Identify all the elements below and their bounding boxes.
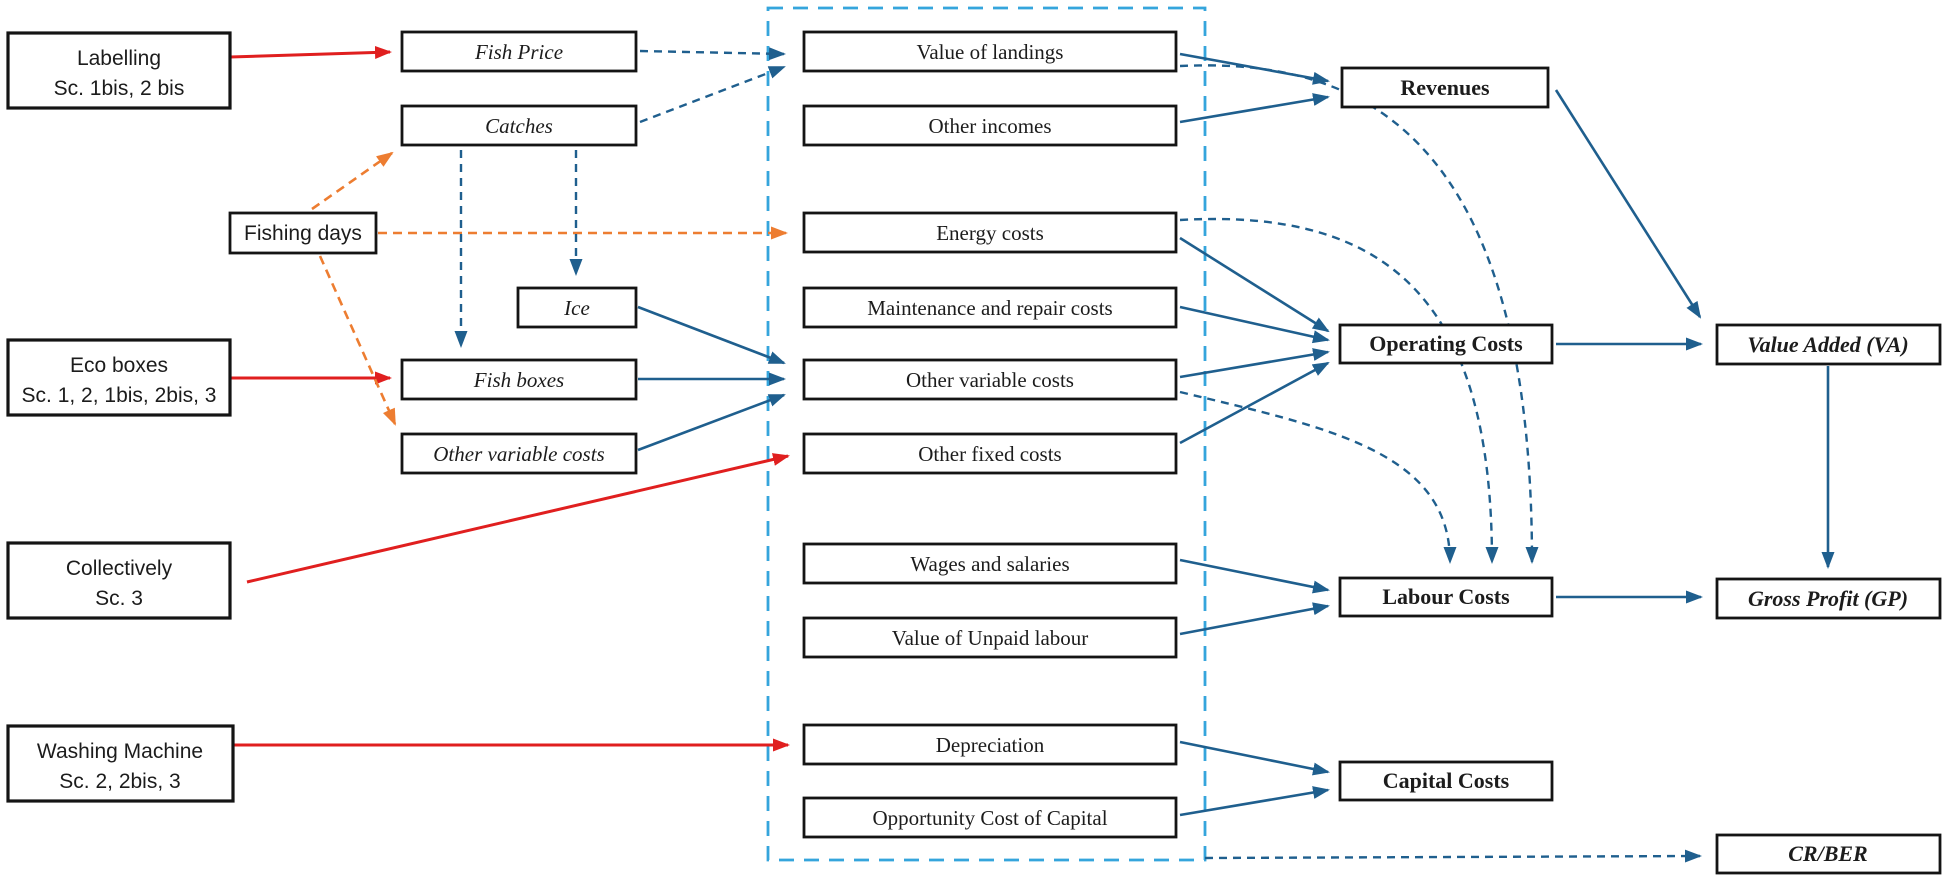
node-capital-costs-label: Capital Costs (1383, 768, 1510, 793)
node-revenues: Revenues (1340, 66, 1550, 109)
node-collectively-title: Collectively (66, 557, 173, 580)
node-washing-machine-subtitle: Sc. 2, 2bis, 3 (59, 770, 180, 793)
edge-value-of-landings-revenues (1179, 52, 1330, 85)
node-other-variable-costs-driver-label: Other variable costs (433, 442, 604, 466)
node-labelling: Labelling Sc. 1bis, 2 bis (6, 31, 232, 110)
node-unpaid-labour-label: Value of Unpaid labour (892, 626, 1089, 650)
node-energy-costs: Energy costs (802, 211, 1178, 254)
edge-fishing-days-catches (311, 151, 394, 211)
node-maintenance-repair-costs: Maintenance and repair costs (802, 286, 1178, 329)
node-cr-ber-label: CR/BER (1788, 841, 1867, 866)
node-value-of-unpaid-labour: Value of Unpaid labour (802, 616, 1178, 659)
edge-energy-costs-labour-costs (1179, 217, 1499, 564)
node-opportunity-cost-of-capital: Opportunity Cost of Capital (802, 796, 1178, 839)
edge-other-variable-costs-labour-costs (1179, 390, 1457, 564)
node-eco-boxes: Eco boxes Sc. 1, 2, 1bis, 2bis, 3 (6, 338, 232, 417)
edge-ice-other-variable-costs (637, 305, 786, 365)
node-wages-and-salaries: Wages and salaries (802, 542, 1178, 585)
node-fish-price: Fish Price (400, 30, 638, 73)
node-gross-profit-label: Gross Profit (GP) (1748, 586, 1908, 611)
node-opportunity-cost-capital-label: Opportunity Cost of Capital (872, 806, 1107, 830)
node-cr-ber: CR/BER (1715, 833, 1942, 875)
node-operating-costs: Operating Costs (1338, 323, 1554, 365)
node-depreciation: Depreciation (802, 723, 1178, 766)
edge-other-incomes-revenues (1179, 93, 1330, 124)
node-other-incomes: Other incomes (802, 104, 1178, 147)
node-fishing-days: Fishing days (228, 211, 378, 255)
node-eco-boxes-subtitle: Sc. 1, 2, 1bis, 2bis, 3 (22, 384, 217, 407)
node-maintenance-repair-label: Maintenance and repair costs (867, 296, 1112, 320)
node-washing-machine: Washing Machine Sc. 2, 2bis, 3 (6, 724, 235, 803)
edge-other-variable-costs-driver-other-variable-costs (637, 393, 786, 452)
edge-depreciation-capital-costs (1179, 740, 1330, 776)
node-energy-costs-label: Energy costs (936, 221, 1044, 245)
edge-collectively-other-fixed-costs (246, 453, 790, 584)
node-other-incomes-label: Other incomes (928, 114, 1051, 138)
node-eco-boxes-title: Eco boxes (70, 354, 168, 377)
node-catches-label: Catches (485, 114, 553, 138)
node-washing-machine-title: Washing Machine (37, 740, 203, 763)
edge-maintenance-operating-costs (1179, 305, 1330, 344)
node-fish-boxes: Fish boxes (400, 358, 638, 401)
node-collectively-subtitle: Sc. 3 (95, 587, 143, 610)
edge-fish-price-value-of-landings (639, 47, 786, 61)
node-ice: Ice (516, 286, 638, 329)
node-fish-price-label: Fish Price (474, 40, 563, 64)
node-value-of-landings-label: Value of landings (917, 40, 1064, 64)
node-labelling-subtitle: Sc. 1bis, 2 bis (54, 77, 185, 100)
edge-scope-cr-ber (1204, 849, 1702, 863)
edge-catches-value-of-landings (639, 65, 786, 124)
node-gross-profit: Gross Profit (GP) (1715, 577, 1942, 620)
node-labour-costs: Labour Costs (1338, 576, 1554, 618)
node-collectively: Collectively Sc. 3 (6, 541, 232, 620)
node-value-added: Value Added (VA) (1715, 323, 1942, 366)
node-value-of-landings: Value of landings (802, 30, 1178, 73)
edge-value-of-landings-labour-costs (1179, 64, 1539, 564)
node-ice-label: Ice (563, 296, 590, 320)
node-other-variable-costs-driver: Other variable costs (400, 432, 638, 475)
edge-other-fixed-costs-operating-costs (1179, 361, 1330, 445)
node-revenues-label: Revenues (1400, 75, 1490, 100)
node-other-variable-costs-label: Other variable costs (906, 368, 1074, 392)
node-wages-salaries-label: Wages and salaries (910, 552, 1069, 576)
node-other-fixed-costs-label: Other fixed costs (918, 442, 1061, 466)
edge-energy-costs-operating-costs (1179, 236, 1330, 333)
node-operating-costs-label: Operating Costs (1369, 331, 1523, 356)
edge-opportunity-cost-capital-costs (1179, 786, 1330, 817)
edge-labelling-fish-price (229, 45, 392, 59)
model-scope-dashed-frame (766, 6, 1207, 862)
edge-wages-labour-costs (1179, 558, 1330, 594)
edge-unpaid-labour-labour-costs (1179, 602, 1330, 636)
node-labour-costs-label: Labour Costs (1382, 584, 1510, 609)
node-other-fixed-costs: Other fixed costs (802, 432, 1178, 475)
node-depreciation-label: Depreciation (936, 733, 1045, 757)
node-fish-boxes-label: Fish boxes (473, 368, 564, 392)
edge-fishing-days-other-variable-costs-driver (318, 255, 397, 426)
edge-revenues-value-added (1554, 89, 1702, 319)
node-fishing-days-label: Fishing days (244, 222, 362, 245)
node-labelling-title: Labelling (77, 47, 161, 70)
edge-other-variable-costs-operating-costs (1179, 348, 1330, 379)
node-capital-costs: Capital Costs (1338, 760, 1554, 802)
node-catches: Catches (400, 104, 638, 147)
node-other-variable-costs: Other variable costs (802, 358, 1178, 401)
node-value-added-label: Value Added (VA) (1747, 332, 1908, 357)
